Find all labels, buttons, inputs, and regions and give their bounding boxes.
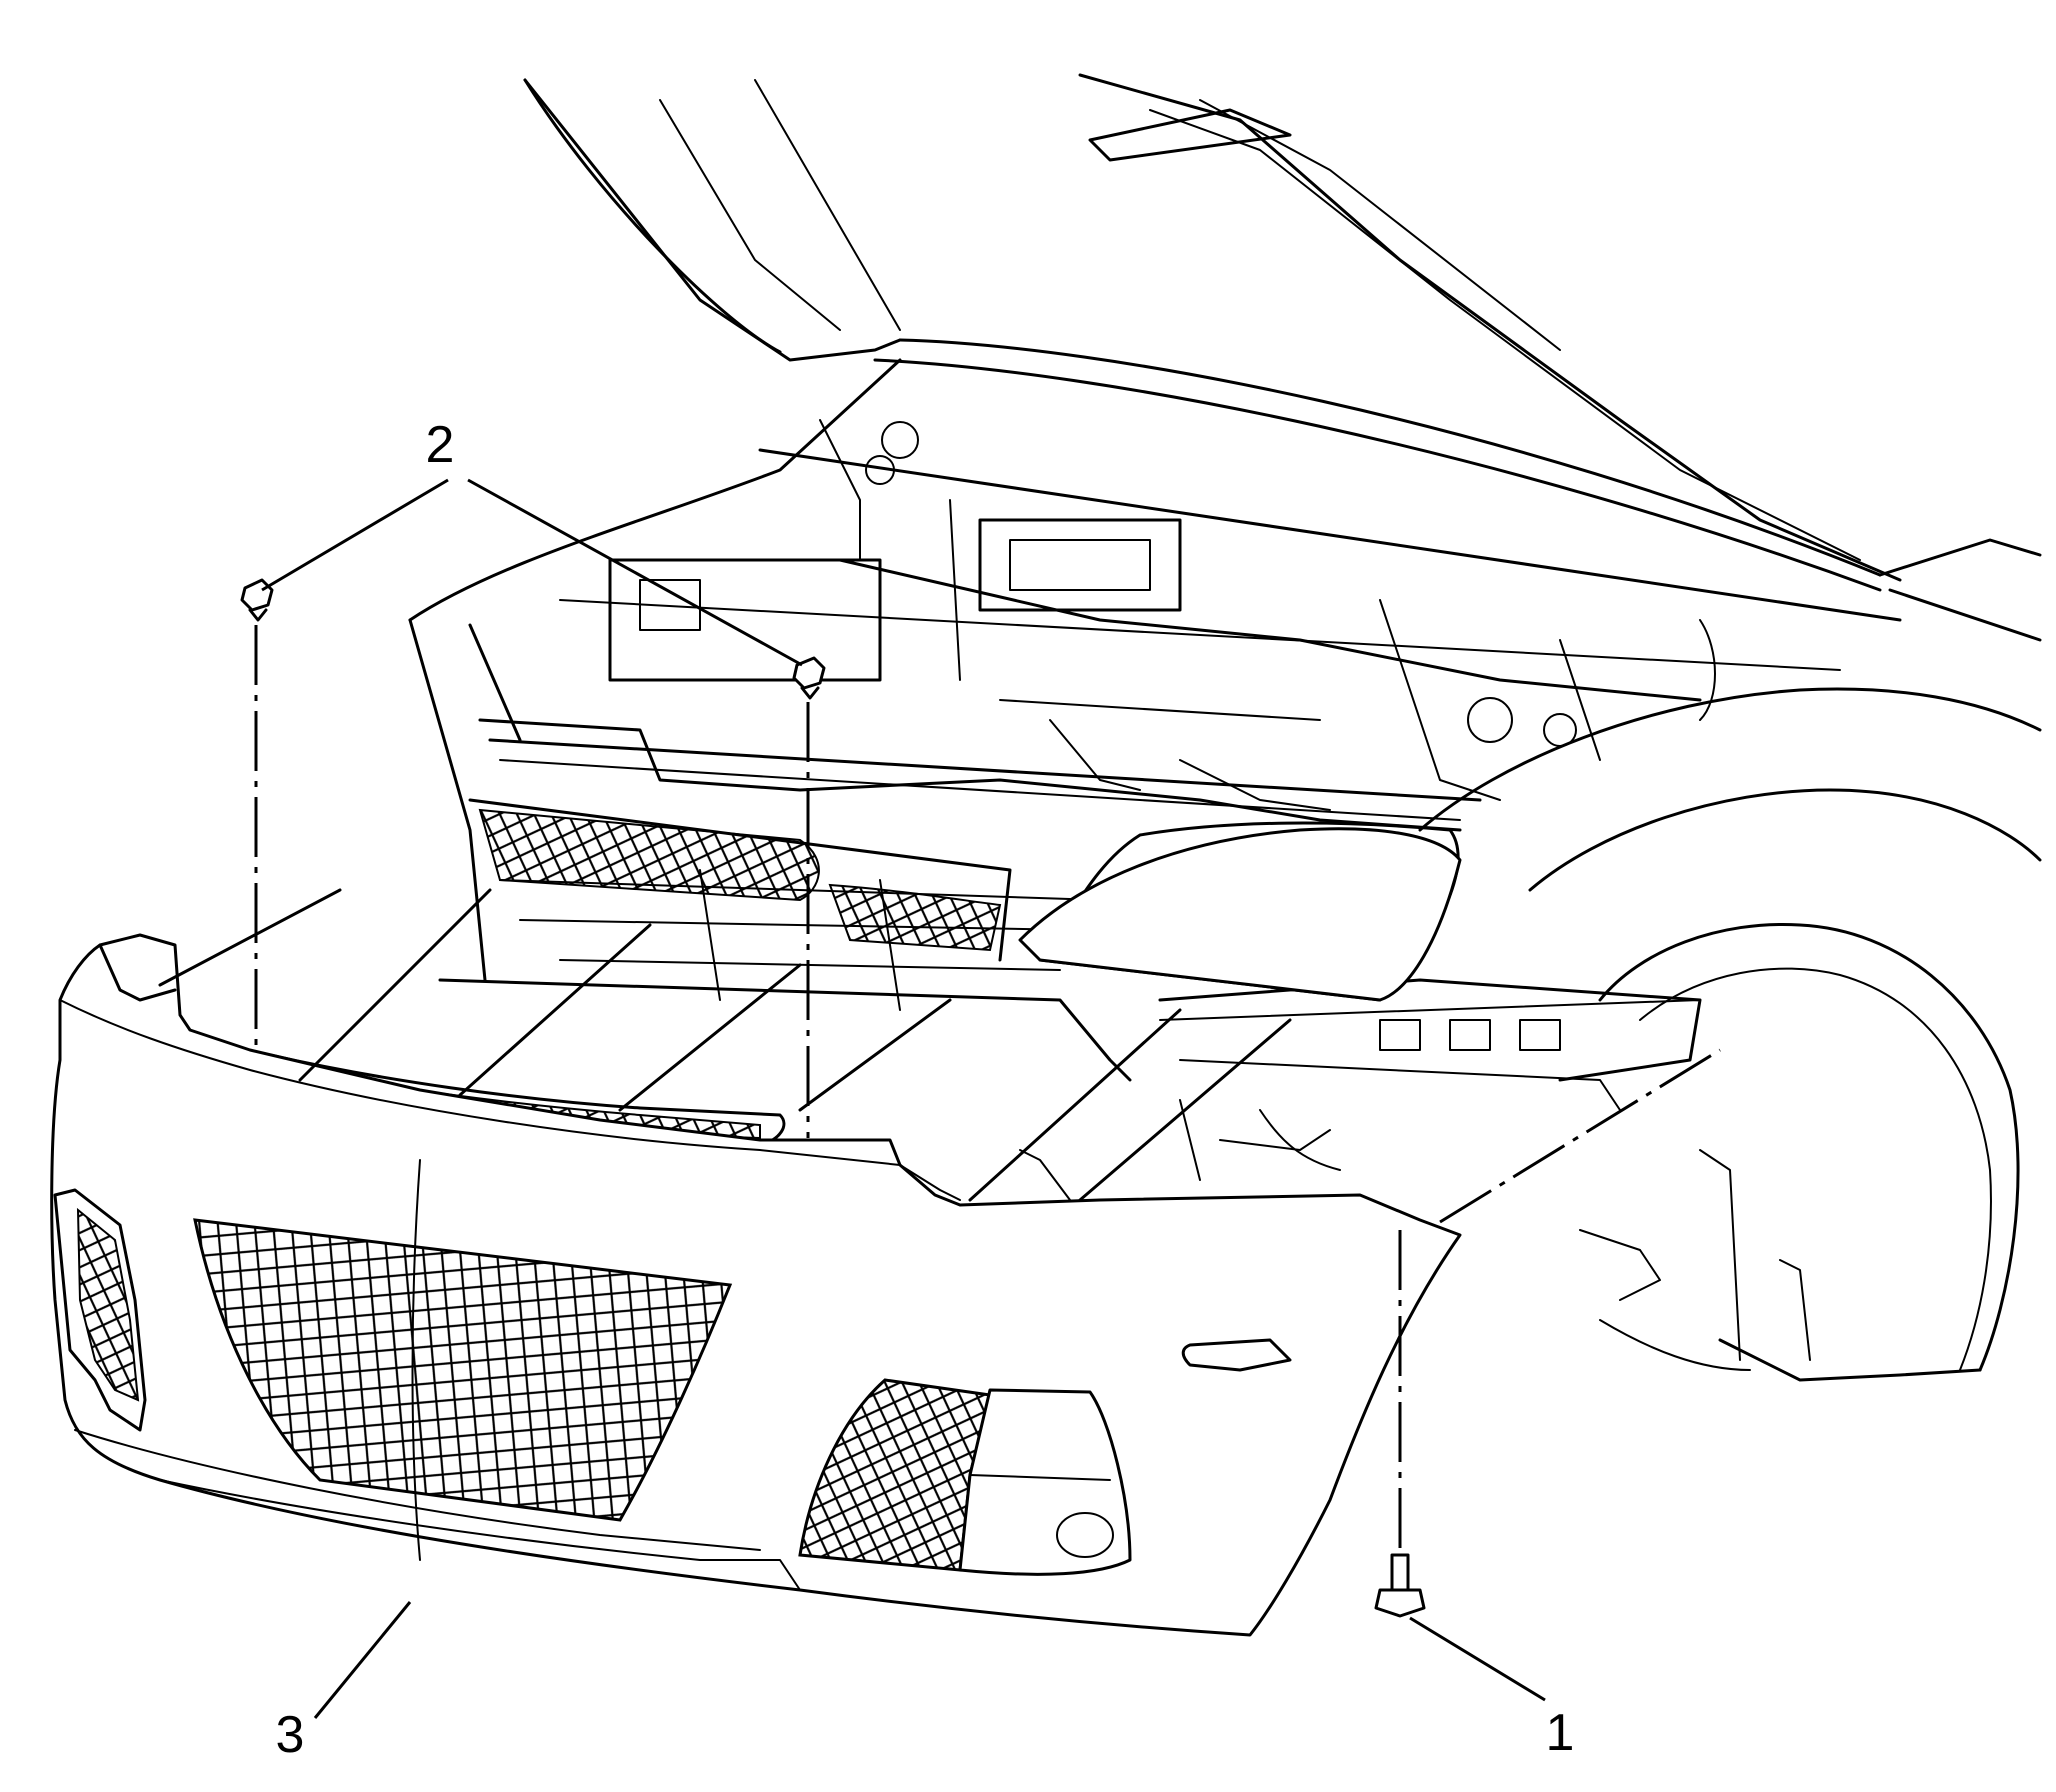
callout-label-3: 3 [276,1706,305,1764]
callout-label-2: 2 [426,416,455,474]
assembly-lines [158,888,1292,1202]
callout-label-1: 1 [1546,1704,1575,1762]
headlamp [1018,827,1462,1002]
hood [523,73,1902,592]
fastener-2-left [240,578,274,1050]
leader-1 [1409,1616,1546,1702]
upper-grille [268,798,1012,1147]
fender [1418,538,2042,1382]
leader-2a [261,478,449,592]
callout-leaders [261,478,1546,1719]
fastener-1-bolt [1374,1048,1721,1618]
front-bumper-fascia [50,933,1462,1637]
leader-3 [313,1601,412,1719]
engine-bay [408,358,1902,1181]
leader-2b [467,478,803,667]
